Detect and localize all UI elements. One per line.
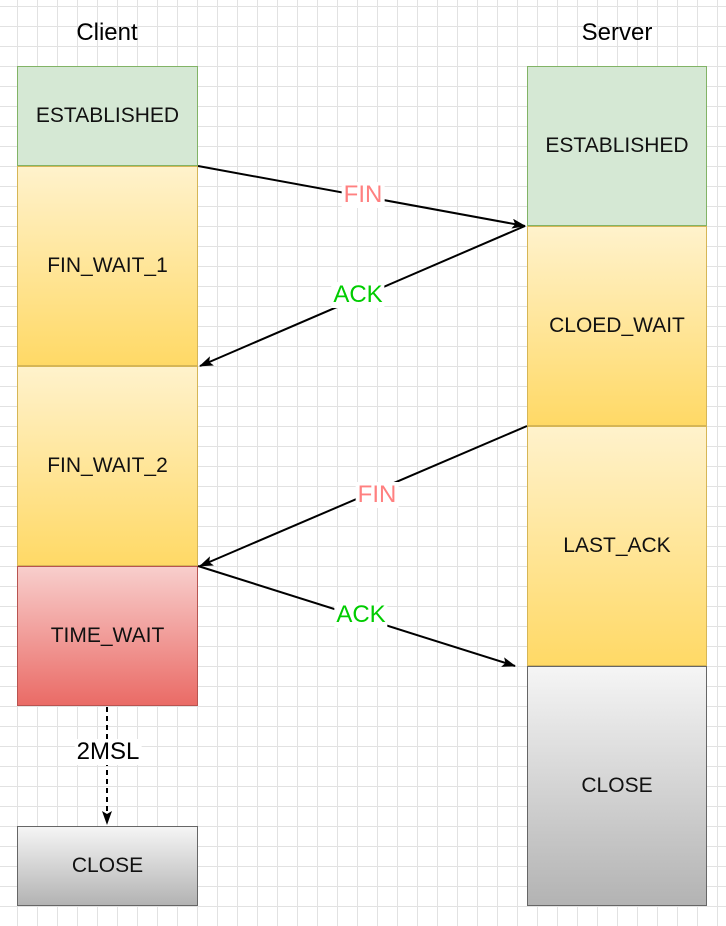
client-state-established-label: ESTABLISHED [35, 104, 180, 127]
client-state-time-wait-label: TIME_WAIT [50, 624, 165, 647]
client-state-fin-wait-1-label: FIN_WAIT_1 [47, 254, 168, 277]
ack-1-label: ACK [331, 281, 385, 308]
server-state-last-ack: LAST_ACK [527, 426, 707, 666]
client-state-fin-wait-1: FIN_WAIT_1 [17, 166, 198, 366]
ack-2-label: ACK [334, 601, 388, 628]
timer-label: 2MSL [74, 738, 142, 765]
server-state-close: CLOSE [527, 666, 707, 906]
server-state-established-label: ESTABLISHED [545, 134, 689, 157]
server-state-close-wait: CLOED_WAIT [527, 226, 707, 426]
server-state-established: ESTABLISHED [527, 66, 707, 226]
client-state-close: CLOSE [17, 826, 198, 906]
server-state-last-ack-label: LAST_ACK [563, 534, 671, 557]
server-column-title: Server [581, 19, 653, 46]
client-state-fin-wait-2-label: FIN_WAIT_2 [47, 454, 168, 477]
fin-2-label: FIN [355, 481, 399, 508]
client-state-established: ESTABLISHED [17, 66, 198, 166]
server-state-close-label: CLOSE [581, 774, 653, 797]
server-state-close-wait-label: CLOED_WAIT [549, 314, 685, 337]
client-state-close-label: CLOSE [71, 854, 144, 877]
fin-1-label: FIN [341, 181, 385, 208]
client-column-title: Client [76, 19, 138, 46]
client-state-fin-wait-2: FIN_WAIT_2 [17, 366, 198, 566]
client-state-time-wait: TIME_WAIT [17, 566, 198, 706]
